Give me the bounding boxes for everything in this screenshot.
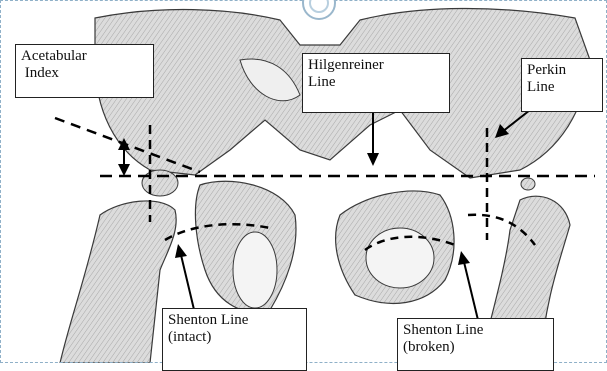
label-hilgenreiner-line2: Line [308,74,444,91]
shenton-intact-pointer-head [175,244,187,258]
hip-diagram: Acetabular Index Hilgenreiner Line Perki… [0,0,607,363]
label-shenton-broken-line1: Shenton Line [403,322,548,339]
label-acetabular-index: Acetabular Index [15,44,154,98]
ossification-nucleus-left [142,170,178,196]
label-perkin-line: Perkin Line [521,58,603,112]
obturator-foramen-left [233,232,277,308]
label-hilgenreiner-line1: Hilgenreiner [308,57,444,74]
ossification-nucleus-right [521,178,535,190]
label-shenton-broken-line2: (broken) [403,339,548,356]
label-perkin-line2: Line [527,79,597,96]
label-perkin-line1: Perkin [527,62,597,79]
label-shenton-intact-line2: (intact) [168,329,301,346]
arrowhead-down [118,164,130,176]
label-shenton-intact-line1: Shenton Line [168,312,301,329]
label-hilgenreiner-line: Hilgenreiner Line [302,53,450,113]
hilgenreiner-pointer-head [367,153,379,166]
label-acetabular-index-line2: Index [21,65,148,82]
femur-left [60,201,176,363]
shenton-broken-pointer [464,262,478,320]
label-shenton-broken: Shenton Line (broken) [397,318,554,371]
shenton-broken-pointer-head [458,251,470,265]
label-acetabular-index-line1: Acetabular [21,48,148,65]
label-shenton-intact: Shenton Line (intact) [162,308,307,371]
